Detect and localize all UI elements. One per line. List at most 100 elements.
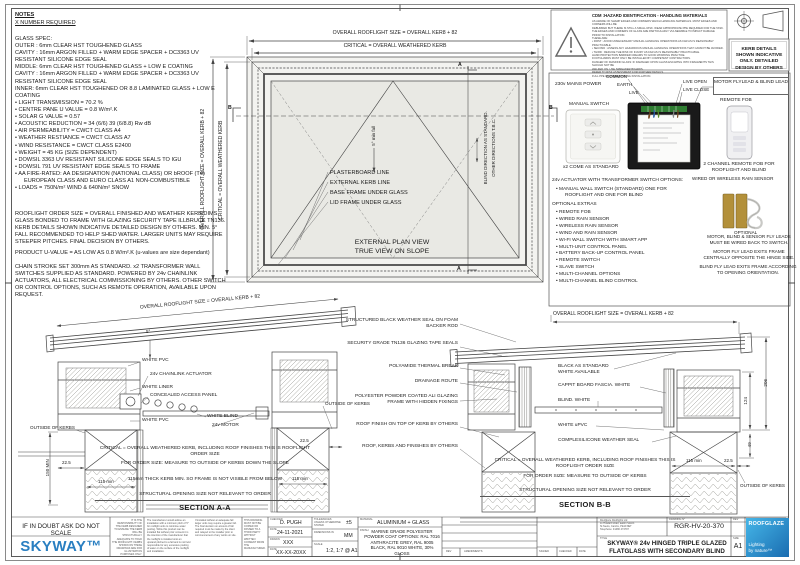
dim-22-5-right: 22.5 (300, 438, 309, 443)
date2-label: DATE (579, 550, 586, 553)
wire-earth-label: EARTH (617, 82, 633, 87)
live-open-label: LIVE OPEN (683, 79, 707, 84)
label-white-blind: WHITE BLIND (207, 414, 238, 419)
label-chainlink-actuator: 24v CHAINLINK ACTUATOR (150, 372, 212, 377)
notes-title: NOTES (15, 12, 35, 18)
section-a-note-2: FOR ORDER SIZE: MEASURE TO OUTSIDE OF KE… (121, 461, 289, 466)
label-thermal-break: POLYAMIDE THERMAL BREAK (389, 364, 458, 369)
checked-label: CHECKED (270, 518, 283, 521)
optional-label: OPTIONAL (734, 230, 758, 235)
label-black-standard: BLACK AS STANDARD WHITE AVAILABLE (558, 364, 609, 376)
glass-performance-bullets: LIGHT TRANSMISSION = 70.2 %CENTRE PANE U… (15, 100, 231, 192)
hazard-line: FOOTGUARDS MUST ONLY BE INSTALLED BY COM… (592, 57, 691, 61)
bullet-item: DOWSIL 3363 UV RESISTANT SILICONE EDGE S… (15, 157, 231, 164)
material-label: MATERIAL (360, 518, 373, 521)
section-marker-a-bottom: A (457, 266, 461, 272)
checked-by: D. PUGH (280, 519, 302, 526)
optional-extras-title: OPTIONAL EXTRAS (552, 202, 597, 207)
rain-sensor-label: WIRED OR WIRELESS RAIN SENSOR (692, 176, 774, 181)
optional-extras-list: REMOTE FOBWIRED RAIN SENSORWIRELESS RAIN… (556, 210, 686, 286)
dim-22-5-b: 22.5 (724, 458, 733, 463)
plan-leader-label: LID FRAME UNDER GLASS (330, 200, 402, 206)
bullet-item: DOWSIL 791 UV RESISTANT EDGE SEALS TO FR… (15, 164, 231, 171)
extra-item: SLAVE SWITCH (556, 265, 686, 272)
hazard-line: AS AWARE OF SHARP EDGES AND CORNERS WHIC… (592, 20, 717, 27)
extra-item: MULTI-CHANNEL OPTIONS (556, 272, 686, 279)
outside-kerbs-right: OUTSIDE OF KERBS (325, 401, 370, 406)
dim-115-b: 115 min (686, 458, 702, 463)
title-label: TITLE (600, 537, 608, 540)
label-roof-kerbs-finishes: ROOF, KERBS AND FINISHES BY OTHERS (362, 444, 458, 449)
plan-blind-direction-1: BLIND DIRECTION AS STANDARD. (483, 111, 489, 185)
extra-item: MULTI-UNIT CONTROL PANEL (556, 245, 686, 252)
company-address-line: 11 Howard Road, Eaton Socon (600, 522, 635, 526)
manual-switch-label: MANUAL SWITCH (569, 102, 610, 107)
section-b-note-2: FOR ORDER SIZE: MEASURE TO OUTSIDE OF KE… (523, 474, 647, 479)
label-glazing-tape: SECURITY GRADE TN136 GLAZING TAPE SEALS (347, 341, 458, 346)
rev2-label: REV (733, 518, 739, 521)
section-marker-b-left: B (228, 105, 232, 111)
extra-item: BATTERY BACK-UP CONTROL PANEL (556, 251, 686, 258)
extra-item: MULTI-CHANNEL BLIND CONTROL (556, 279, 686, 286)
label-weather-seal: STRUCTURED BLACK WEATHER SEAL ON FOAM BA… (345, 318, 458, 330)
material-value: ALUMINIUM + GLASS (377, 519, 430, 526)
remote-fob-label: REMOTE FOB (720, 98, 752, 103)
extra-item: WI-FI WALL SWITCH WITH SMART APP (556, 238, 686, 245)
glass-spec-line: OUTER : 6mm CLEAR HST TOUGHENED GLASS (15, 43, 142, 50)
dim-124: 124 (743, 397, 749, 405)
dim-49: 49 (747, 442, 753, 448)
fob-caption: 2 CHANNEL REMOTE FOB FOR ROOFLIGHT AND B… (703, 162, 775, 174)
flylead-note-2: MOTOR FLY LEAD EXITS FRAME CENTRALLY OPP… (703, 249, 795, 260)
extra-item: WIRELESS RAIN SENSOR (556, 224, 686, 231)
glass-spec-line: CAVITY : 16mm ARGON FILLED + WARM EDGE S… (15, 71, 199, 85)
motor-flylead-box: MOTOR FLYLEAD & BLIND LEAD (713, 77, 789, 95)
bullet-item: AIR PERMEABILITY = CWCT CLASS A4 (15, 128, 231, 135)
tolerances-value: ±5 (346, 519, 352, 526)
bullet-item: CENTRE PANE U VALUE = 0.8 W/m².K (15, 107, 231, 114)
company-address-line: Telephone: 01480 474797 (600, 528, 629, 532)
bullet-item: WEIGHT = 45 KG (SIZE DEPENDENT) (15, 150, 231, 157)
rev-column-label: REV (446, 550, 452, 553)
flylead-note-3: BLIND FLY LEAD EXITS FRAME ACCORDING TO … (699, 264, 797, 275)
finish-value: MARINE GRADE POLYESTER POWDER COAT OPTIO… (364, 528, 440, 556)
label-drainage-route: DRAINAGE ROUTE (414, 379, 458, 384)
standard-option-item: MANUAL WALL SWITCH (STANDARD) ONE FOR RO… (556, 187, 678, 199)
bullet-item: AA FIRE-RATED: AA DESIGNATION (NATIONAL … (15, 171, 231, 185)
glass-spec-line: GLASS SPEC: (15, 36, 52, 42)
drawn-date: XX-XX-20XX (276, 549, 306, 556)
kerb-note: KERB DETAILS SHOWN INDICATIVE ONLY. DETA… (735, 47, 783, 71)
label-24v-motor: 24v MOTOR (212, 423, 239, 428)
plan-caption-1: EXTERNAL PLAN VIEW (354, 239, 430, 246)
glass-spec-line: INNER: 6mm CLEAR HST TOUGHENED OR 8.8 LA… (15, 85, 215, 99)
dimensions-value: MM (344, 533, 353, 539)
bullet-item: ACOUSTIC REDUCTION = 34 (6/6) 39 (6/8.8)… (15, 121, 231, 128)
drawn-date-label: DATE (270, 548, 277, 551)
section-a-caption: SECTION A-A (179, 503, 231, 512)
u-value-note: PRODUCT U-VALUE = AS LOW AS 0.8 W/m².K (… (15, 250, 210, 256)
label-white-upvc: WHITE uPVC (558, 423, 588, 428)
drawing-no-label: DRAWING N° (669, 518, 686, 521)
label-white-pvc-top: WHITE PVC (142, 358, 169, 363)
company-address-line: St Neots, Cambs, PE19 8ET (600, 525, 632, 529)
drawing-title: SKYWAY® 24v HINGED TRIPLE GLAZED FLATGLA… (607, 540, 727, 555)
section-marker-b-right: B (549, 105, 553, 111)
section-b-caption: SECTION B-B (558, 500, 612, 509)
dim-150-min: 150 MIN (45, 459, 51, 477)
standard-option: MANUAL WALL SWITCH (STANDARD) ONE FOR RO… (556, 187, 678, 199)
outside-kerbs-b: OUTSIDE OF KERBS (740, 483, 785, 488)
roofglaze-tagline-2: by nature™ (748, 547, 773, 553)
label-access-panel: CONCEALED ACCESS PANEL (150, 393, 218, 398)
plan-leader-label: EXTERNAL KERB LINE (330, 180, 391, 186)
scale-value: 1:2, 1:7 @ A1 (326, 548, 358, 554)
plan-dim-left-overall: OVERALL ROOFLIGHT SIZE = OVERALL KERB + … (199, 108, 206, 230)
outside-kerbs-left: OUTSIDE OF KERBS (30, 425, 75, 430)
hazard-body: AS AWARE OF SHARP EDGES AND CORNERS WHIC… (592, 20, 724, 78)
skyway-logo: SKYWAY™ (20, 538, 102, 555)
hazard-line: THE EDGES AND CORNERS OF GLASS ARE PARTI… (592, 30, 715, 37)
drawing-number: RGR-HV-20-370 (674, 523, 724, 530)
kerb-responsibility-note: IT IS THE RESPONSIBILITY OF THE KERB DES… (112, 519, 142, 557)
extra-item: WIND AND RAIN SENSOR (556, 231, 686, 238)
hazard-line: DANGER OF DIAMOND GLASS: IF DAMAGED UPON… (592, 60, 714, 68)
